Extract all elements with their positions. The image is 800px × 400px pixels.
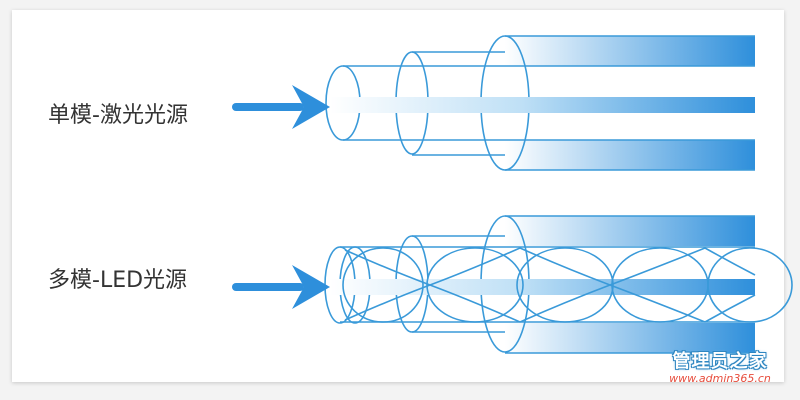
single-outer-band-bottom — [505, 140, 755, 170]
single-outer-band-top — [505, 36, 755, 66]
multi-mode-fiber — [324, 215, 793, 354]
multi-mode-light-paths — [344, 247, 756, 323]
single-core-beam — [330, 97, 755, 113]
single-mode-label: 单模-激光光源 — [48, 103, 188, 128]
multi-outer-band-bottom — [505, 323, 755, 353]
watermark-logo: 管理员之家 www.admin365.cn — [660, 352, 780, 392]
multi-outer-band-top — [505, 216, 755, 246]
multi-core-beam — [330, 279, 755, 295]
single-mode-input-arrow — [232, 85, 330, 129]
multi-mode-input-arrow — [232, 265, 330, 309]
watermark-url: www.admin365.cn — [669, 372, 771, 385]
watermark-title: 管理员之家 — [672, 351, 768, 372]
single-mode-fiber — [325, 35, 755, 171]
multi-mode-label: 多模-LED光源 — [48, 268, 188, 293]
